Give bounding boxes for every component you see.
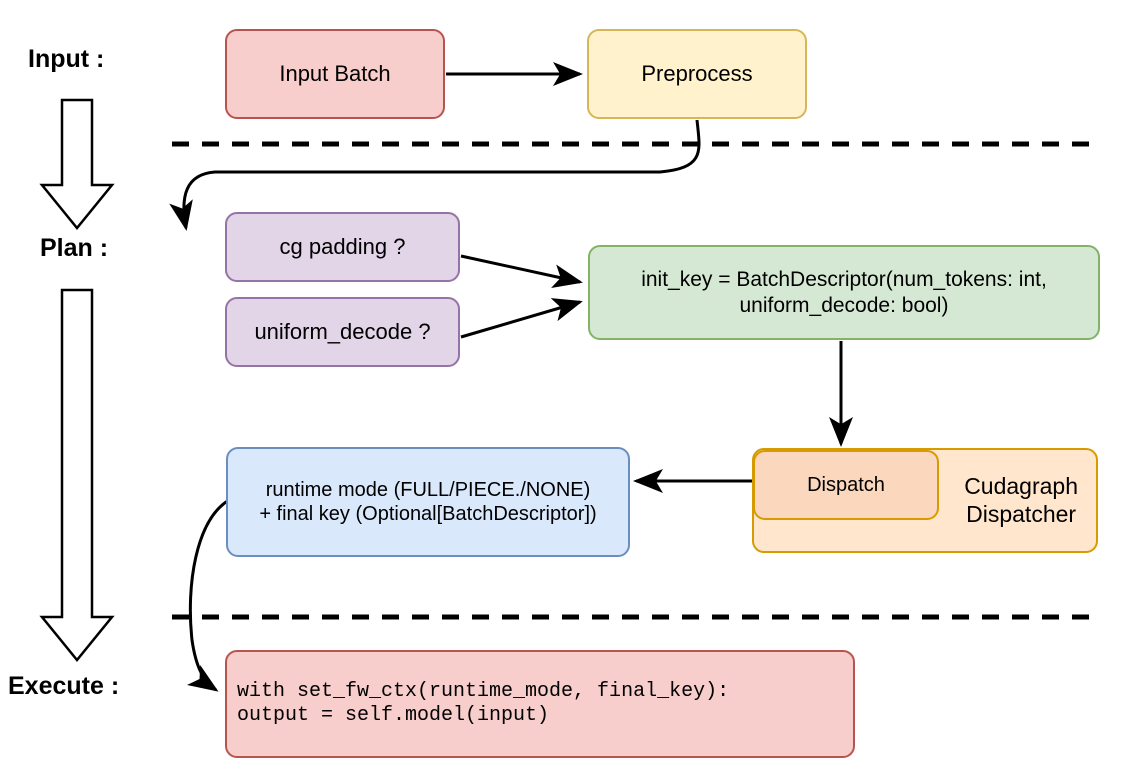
- node-exec-code[interactable]: with set_fw_ctx(runtime_mode, final_key)…: [225, 650, 855, 758]
- stage-label-execute: Execute :: [8, 672, 120, 700]
- node-exec-code-label: with set_fw_ctx(runtime_mode, final_key)…: [237, 680, 730, 727]
- node-runtime-mode-label: runtime mode (FULL/PIECE./NONE) + final …: [259, 479, 597, 525]
- edge-uniform-decode-to-init-key: [460, 298, 583, 339]
- node-input-batch[interactable]: Input Batch: [225, 29, 445, 119]
- node-cudagraph-dispatcher-label: Cudagraph Dispatcher: [964, 472, 1078, 527]
- node-preprocess[interactable]: Preprocess: [587, 29, 807, 119]
- node-preprocess-label: Preprocess: [641, 60, 753, 86]
- node-init-key[interactable]: init_key = BatchDescriptor(num_tokens: i…: [588, 245, 1100, 340]
- node-runtime-mode[interactable]: runtime mode (FULL/PIECE./NONE) + final …: [226, 447, 630, 557]
- node-uniform-decode-label: uniform_decode ?: [254, 318, 431, 344]
- node-dispatch[interactable]: Dispatch: [753, 450, 939, 520]
- node-dispatch-label: Dispatch: [807, 474, 885, 496]
- stage-label-plan: Plan :: [40, 234, 109, 262]
- edge-cg-padding-to-init-key: [460, 254, 583, 288]
- node-cg-padding[interactable]: cg padding ?: [225, 212, 460, 282]
- stage-arrow-plan-to-execute: [39, 288, 115, 662]
- node-cg-padding-label: cg padding ?: [279, 233, 406, 259]
- edge-runtime-mode-to-exec-code: [186, 498, 230, 692]
- stage-label-input: Input :: [28, 45, 105, 73]
- node-uniform-decode[interactable]: uniform_decode ?: [225, 297, 460, 367]
- node-init-key-label: init_key = BatchDescriptor(num_tokens: i…: [641, 268, 1047, 317]
- node-input-batch-label: Input Batch: [279, 60, 391, 86]
- stage-arrow-input-to-plan: [39, 98, 115, 230]
